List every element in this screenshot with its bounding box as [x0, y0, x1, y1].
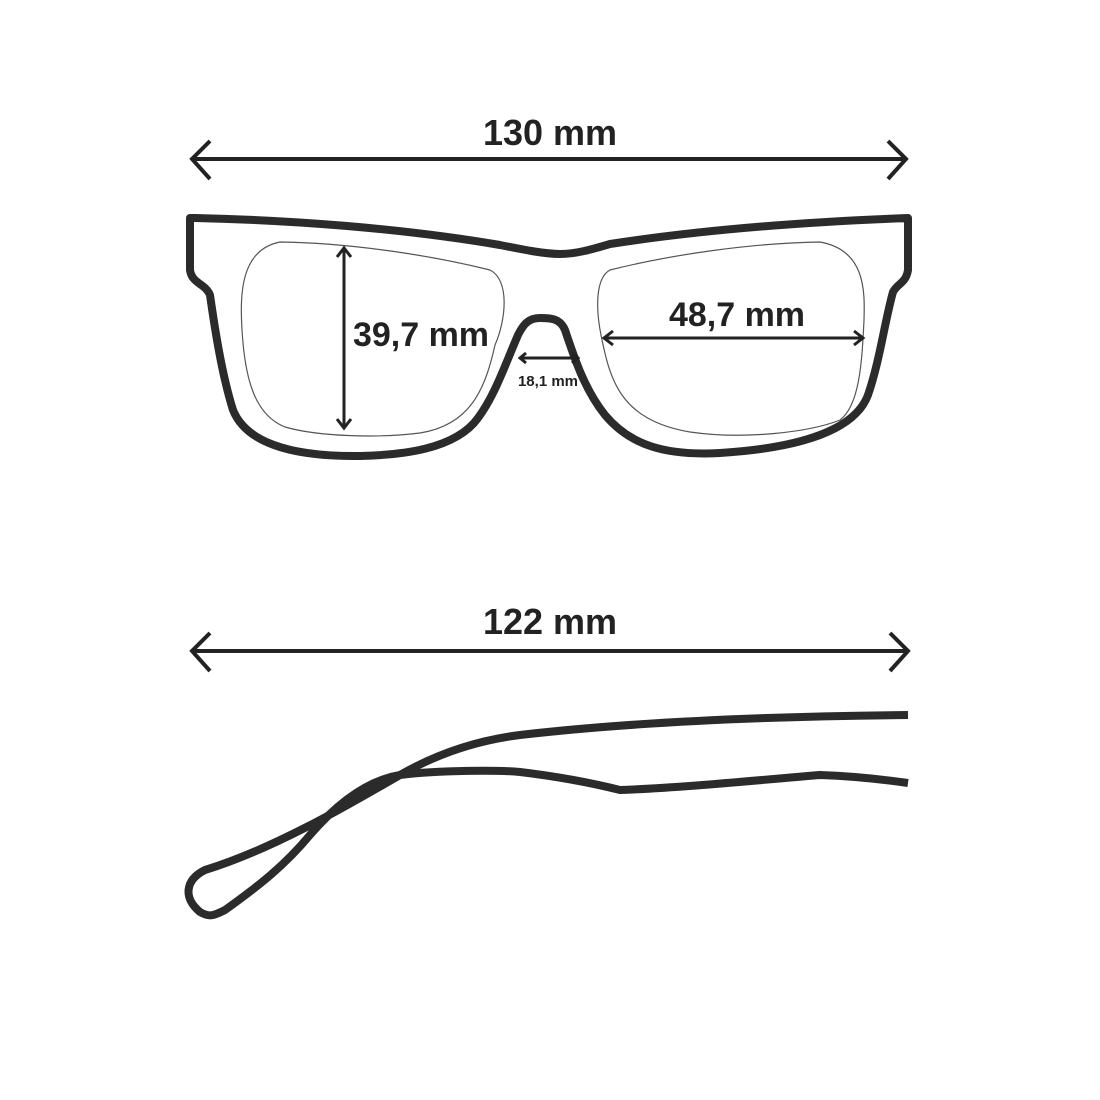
arrow-up-icon: [335, 245, 353, 258]
arrow-left-icon: [517, 351, 527, 365]
lens-width-dimension: 48,7 mm: [601, 296, 866, 347]
temple-length-label: 122 mm: [483, 601, 617, 642]
arrow-left-icon: [189, 139, 212, 181]
arrow-down-icon: [335, 418, 353, 431]
lens-height-label: 39,7 mm: [353, 316, 489, 354]
temple-length-dimension: 122 mm: [189, 601, 911, 673]
front-frame-outline: [186, 214, 912, 461]
arrow-right-icon: [886, 139, 909, 181]
total-width-label: 130 mm: [483, 112, 617, 153]
arrow-left-icon: [601, 329, 614, 347]
arrow-right-icon: [853, 329, 866, 347]
temple-arm-outline: [184, 711, 909, 920]
left-lens-outline: [240, 241, 505, 437]
lens-width-label: 48,7 mm: [669, 296, 805, 334]
lens-height-dimension: 39,7 mm: [335, 245, 489, 431]
arrow-right-icon: [888, 631, 911, 673]
arrow-left-icon: [189, 631, 212, 673]
right-lens-outline: [597, 241, 865, 436]
total-width-dimension: 130 mm: [189, 112, 909, 181]
bridge-width-label: 18,1 mm: [518, 373, 578, 390]
arrow-right-icon: [571, 351, 581, 365]
bridge-width-dimension: 18,1 mm: [517, 351, 581, 390]
